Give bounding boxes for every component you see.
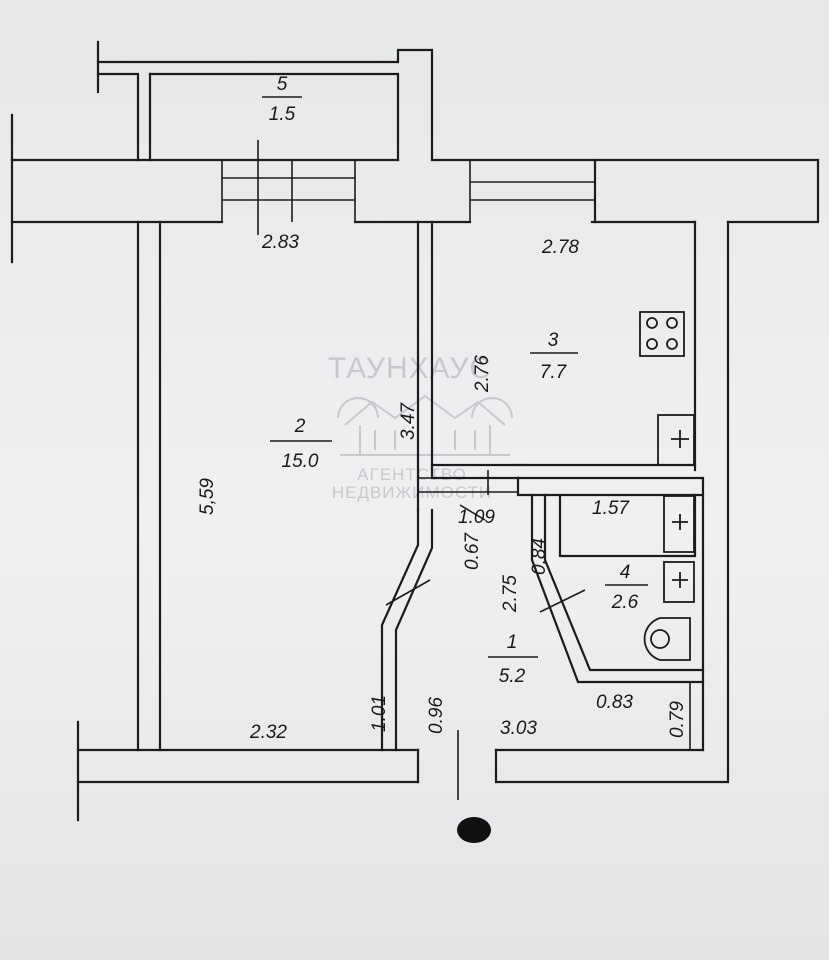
dimension-labels: 2.83 2.78 5,59 3.47 2.76 1.57 1.09 0.67 … xyxy=(197,232,688,743)
kitchen-sink-icon xyxy=(657,414,695,466)
room-label-1: 1 5.2 xyxy=(488,632,538,687)
dim-bath-side: 0.79 xyxy=(667,701,688,738)
room-label-3: 3 7.7 xyxy=(530,330,578,383)
dim-room2-partition: 3.47 xyxy=(398,402,419,440)
dim-hall-right-upper: 0.84 xyxy=(529,538,550,575)
room-area-3: 7.7 xyxy=(540,362,568,383)
room-area-5: 1.5 xyxy=(269,104,296,125)
dim-room2-bottom: 2.32 xyxy=(249,722,287,743)
watermark-line-1: АГЕНТСТВО xyxy=(357,465,467,484)
watermark-houses-icon xyxy=(337,394,513,456)
door-marks xyxy=(385,470,586,613)
room-area-4: 2.6 xyxy=(611,592,639,613)
dim-room2-top: 2.83 xyxy=(261,232,299,253)
watermark: ТАУНХАУС АГЕНТСТВО НЕДВИЖИМОСТИ xyxy=(328,352,513,502)
dim-bath-bottom: 0.83 xyxy=(596,692,633,713)
room-label-5: 5 1.5 xyxy=(262,74,302,125)
washbasin-icon xyxy=(663,561,695,603)
dim-room2-height: 5,59 xyxy=(197,478,218,515)
room-number-5: 5 xyxy=(277,74,288,95)
dim-hall-left-upper: 0.67 xyxy=(462,532,483,570)
entrance-dot xyxy=(457,817,491,843)
dim-hall-left-lower: 1.01 xyxy=(369,695,390,732)
stove-icon xyxy=(639,311,685,357)
bathtub-icon xyxy=(643,617,691,661)
dim-door-width: 0.96 xyxy=(426,697,447,734)
room-label-4: 4 2.6 xyxy=(605,562,648,613)
watermark-brand: ТАУНХАУС xyxy=(328,352,492,385)
dim-hall-length: 2.75 xyxy=(500,575,521,613)
dim-hall-top: 1.09 xyxy=(458,507,495,528)
watermark-line-2: НЕДВИЖИМОСТИ xyxy=(332,483,492,502)
dim-room3-height: 2.76 xyxy=(472,355,493,393)
room-area-2: 15.0 xyxy=(282,451,319,472)
dim-bath-top: 1.57 xyxy=(592,498,630,519)
room-number-4: 4 xyxy=(620,562,631,583)
walls xyxy=(10,40,820,822)
room-area-1: 5.2 xyxy=(499,666,526,687)
toilet-sink-icon xyxy=(663,495,695,553)
dim-room3-top: 2.78 xyxy=(541,237,579,258)
room-number-3: 3 xyxy=(548,330,559,351)
room-number-2: 2 xyxy=(294,416,306,437)
room-number-1: 1 xyxy=(507,632,518,653)
room-label-2: 2 15.0 xyxy=(270,416,332,472)
dim-hall-bottom: 3.03 xyxy=(500,718,537,739)
